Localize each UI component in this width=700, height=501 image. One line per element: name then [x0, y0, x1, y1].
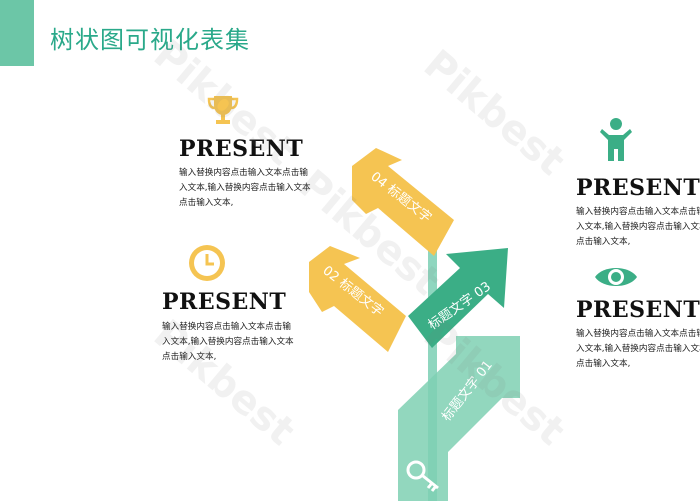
clock-icon	[189, 245, 225, 281]
person-icon	[600, 118, 632, 161]
page-title: 树状图可视化表集	[50, 26, 250, 54]
tree-trunk	[428, 235, 437, 501]
item-3-heading: PRESENT	[576, 175, 700, 201]
arrow-04: 04 标题文字	[352, 148, 454, 256]
arrow-02: 02 标题文字	[309, 246, 406, 352]
item-4-heading: PRESENT	[576, 297, 700, 323]
key-icon	[406, 460, 439, 492]
item-1-text: 输入替换内容点击输入文本点击输入文本,输入替换内容点击输入文本点击输入文本,	[179, 168, 311, 208]
item-4-text: 输入替换内容点击输入文本点击输入文本,输入替换内容点击输入文本点击输入文本,	[576, 329, 700, 369]
trophy-icon	[207, 96, 239, 124]
corner-accent-block	[0, 0, 34, 66]
item-2-heading: PRESENT	[162, 289, 287, 315]
item-1-heading: PRESENT	[179, 136, 304, 162]
item-3-text: 输入替换内容点击输入文本点击输入文本,输入替换内容点击输入文本点击输入文本,	[576, 207, 700, 247]
arrow-01: 标题文字 01	[398, 336, 520, 501]
eye-icon	[595, 268, 637, 286]
arrow-03: 标题文字 03	[408, 248, 508, 348]
item-2-text: 输入替换内容点击输入文本点击输入文本,输入替换内容点击输入文本点击输入文本,	[162, 322, 294, 362]
